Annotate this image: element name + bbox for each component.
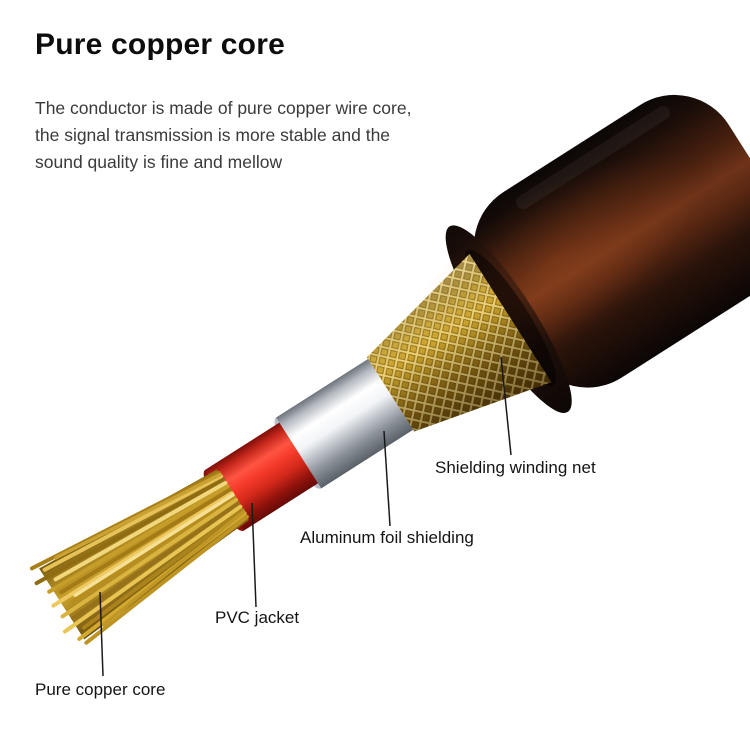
description-line-1: The conductor is made of pure copper wir… [35, 98, 412, 118]
description: The conductor is made of pure copper wir… [35, 95, 411, 176]
shielding-winding-net [366, 253, 552, 432]
leader-line-shielding [500, 356, 512, 456]
page-title: Pure copper core [35, 28, 285, 61]
label-pure-copper-core: Pure copper core [35, 680, 166, 699]
description-line-3: sound quality is fine and mellow [35, 152, 283, 173]
leader-line-core [99, 591, 104, 677]
leader-line-pvc [251, 502, 257, 608]
label-shielding-winding-net: Shielding winding net [435, 458, 596, 477]
label-pvc-jacket: PVC jacket [215, 608, 300, 627]
label-aluminum-foil-shielding: Aluminum foil shielding [300, 528, 474, 547]
description-line-2: the signal transmission is more stable a… [35, 125, 391, 146]
leader-line-foil [383, 430, 391, 527]
leader-lines [99, 356, 512, 677]
